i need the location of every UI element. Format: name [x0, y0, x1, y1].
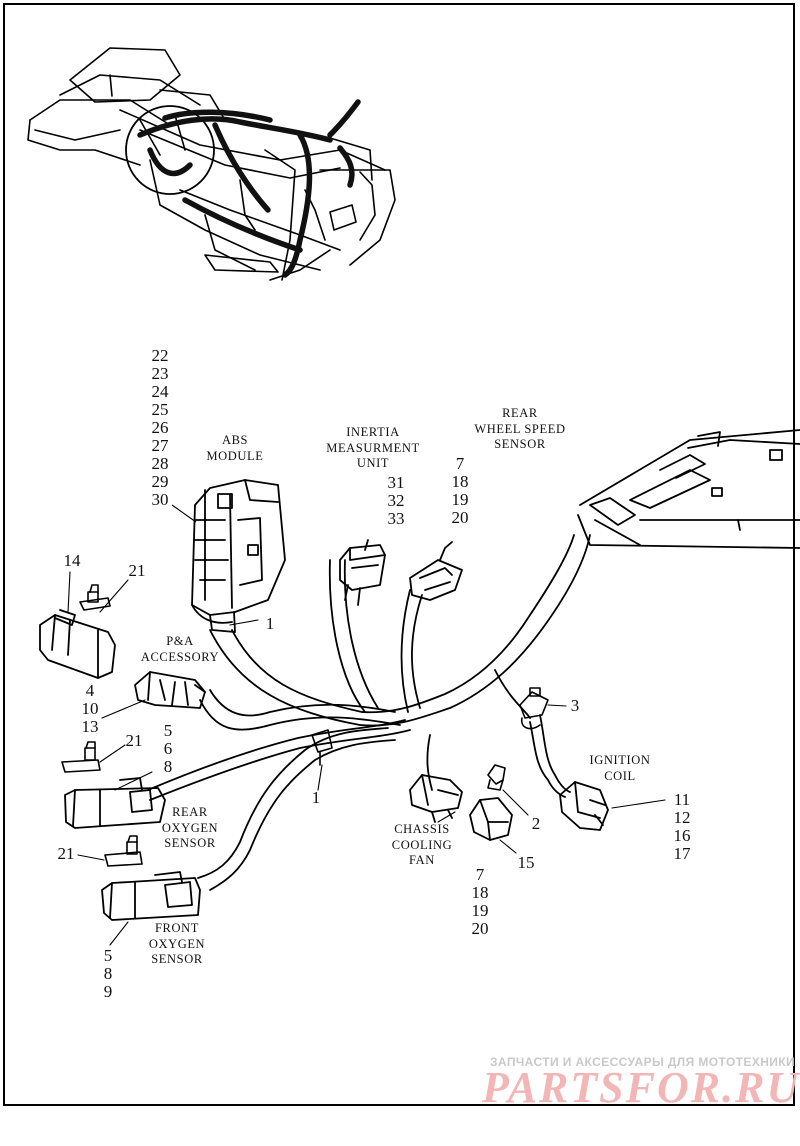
abs-ref-25: 25	[151, 400, 169, 419]
abs-module-part-numbers: 22 23 24 25 26 27 28 29 30	[142, 347, 178, 509]
ignition-coil-part-numbers: 11 12 16 17	[664, 791, 700, 863]
imu-ref-31: 31	[387, 473, 405, 492]
item-21-label-low: 21	[57, 844, 75, 863]
item2-clip	[487, 764, 506, 791]
front-o2-ref-8: 8	[103, 964, 113, 983]
ignition-ref-16: 16	[673, 826, 691, 845]
item-2-label: 2	[531, 814, 541, 833]
pa-accessory-connector	[134, 671, 206, 709]
rear-o2-ref-6: 6	[163, 739, 173, 758]
abs-ref-24: 24	[151, 382, 169, 401]
abs-ref-23: 23	[151, 364, 169, 383]
item-15-label: 15	[517, 853, 535, 872]
ignition-coil-label: IGNITION COIL	[589, 753, 651, 783]
abs-ref-22: 22	[151, 346, 169, 365]
abs-ref-27: 27	[151, 436, 169, 455]
abs-ref-28: 28	[151, 454, 169, 473]
watermark-brand: PARTSFOR.RU	[482, 1063, 800, 1112]
rear-wss-part-numbers: 7 18 19 20	[442, 455, 478, 527]
rear-wss-ref-18: 18	[451, 472, 469, 491]
pa-accessory-part-numbers: 4 10 13	[72, 682, 108, 736]
rear-wss-ref-7: 7	[455, 454, 465, 473]
harness-overview	[137, 99, 361, 278]
pa-ref-4: 4	[85, 681, 95, 700]
item15-cap	[469, 797, 513, 841]
chassis-ref-7: 7	[475, 865, 485, 884]
chassis-ref-18: 18	[471, 883, 489, 902]
imu-ref-32: 32	[387, 491, 405, 510]
abs-module-label: ABS MODULE	[206, 433, 264, 463]
imu-part-numbers: 31 32 33	[378, 474, 414, 528]
ignition-ref-17: 17	[673, 844, 691, 863]
cable-tie	[311, 729, 333, 766]
rear-wss-ref-19: 19	[451, 490, 469, 509]
abs-ref-26: 26	[151, 418, 169, 437]
rear-o2-ref-8: 8	[163, 757, 173, 776]
drawing-border	[3, 3, 795, 1106]
rear-o2-part-numbers: 5 6 8	[150, 722, 186, 776]
ignition-coil-connector	[559, 781, 609, 831]
pa-accessory-label: P&A ACCESSORY	[140, 634, 220, 664]
chassis-fan-connector	[409, 774, 463, 823]
rear-o2-connector	[64, 777, 166, 829]
ignition-ref-12: 12	[673, 808, 691, 827]
item21-pin-low	[104, 835, 143, 867]
ignition-ref-11: 11	[673, 790, 691, 809]
item3-clip	[519, 687, 549, 730]
rear-wss-connector	[409, 541, 463, 601]
item21-pin-top	[79, 584, 111, 611]
pa-ref-10: 10	[81, 699, 99, 718]
front-o2-ref-9: 9	[103, 982, 113, 1001]
imu-ref-33: 33	[387, 509, 405, 528]
rear-fender	[577, 429, 800, 549]
front-o2-part-numbers: 5 8 9	[90, 947, 126, 1001]
chassis-fan-label: CHASSIS COOLING FAN	[391, 822, 453, 867]
front-o2-ref-5: 5	[103, 946, 113, 965]
item14-connector	[39, 609, 116, 679]
rear-o2-label: REAR OXYGEN SENSOR	[161, 805, 219, 850]
imu-connector	[339, 539, 386, 606]
item-14-label: 14	[63, 551, 81, 570]
abs-ref-29: 29	[151, 472, 169, 491]
chassis-fan-part-numbers: 7 18 19 20	[462, 866, 498, 938]
rear-o2-ref-5: 5	[163, 721, 173, 740]
imu-label: INERTIA MEASURMENT UNIT	[326, 425, 420, 470]
item-21-label-mid: 21	[125, 731, 143, 750]
item-1-label-harness: 1	[311, 788, 321, 807]
front-o2-connector	[101, 871, 201, 921]
item21-pin-mid	[61, 741, 101, 773]
pa-ref-13: 13	[81, 717, 99, 736]
front-o2-label: FRONT OXYGEN SENSOR	[148, 921, 206, 966]
rear-wss-label: REAR WHEEL SPEED SENSOR	[474, 406, 566, 451]
chassis-ref-20: 20	[471, 919, 489, 938]
item-1-label-abs: 1	[265, 614, 275, 633]
abs-ref-30: 30	[151, 490, 169, 509]
item-3-label: 3	[570, 696, 580, 715]
rear-wss-ref-20: 20	[451, 508, 469, 527]
chassis-ref-19: 19	[471, 901, 489, 920]
motorcycle-frame-overview	[27, 47, 396, 281]
watermark-tagline: ЗАПЧАСТИ И АКСЕССУАРЫ ДЛЯ МОТОТЕХНИКИ	[490, 1055, 796, 1069]
abs-module	[191, 479, 286, 633]
item-21-label-top: 21	[128, 561, 146, 580]
